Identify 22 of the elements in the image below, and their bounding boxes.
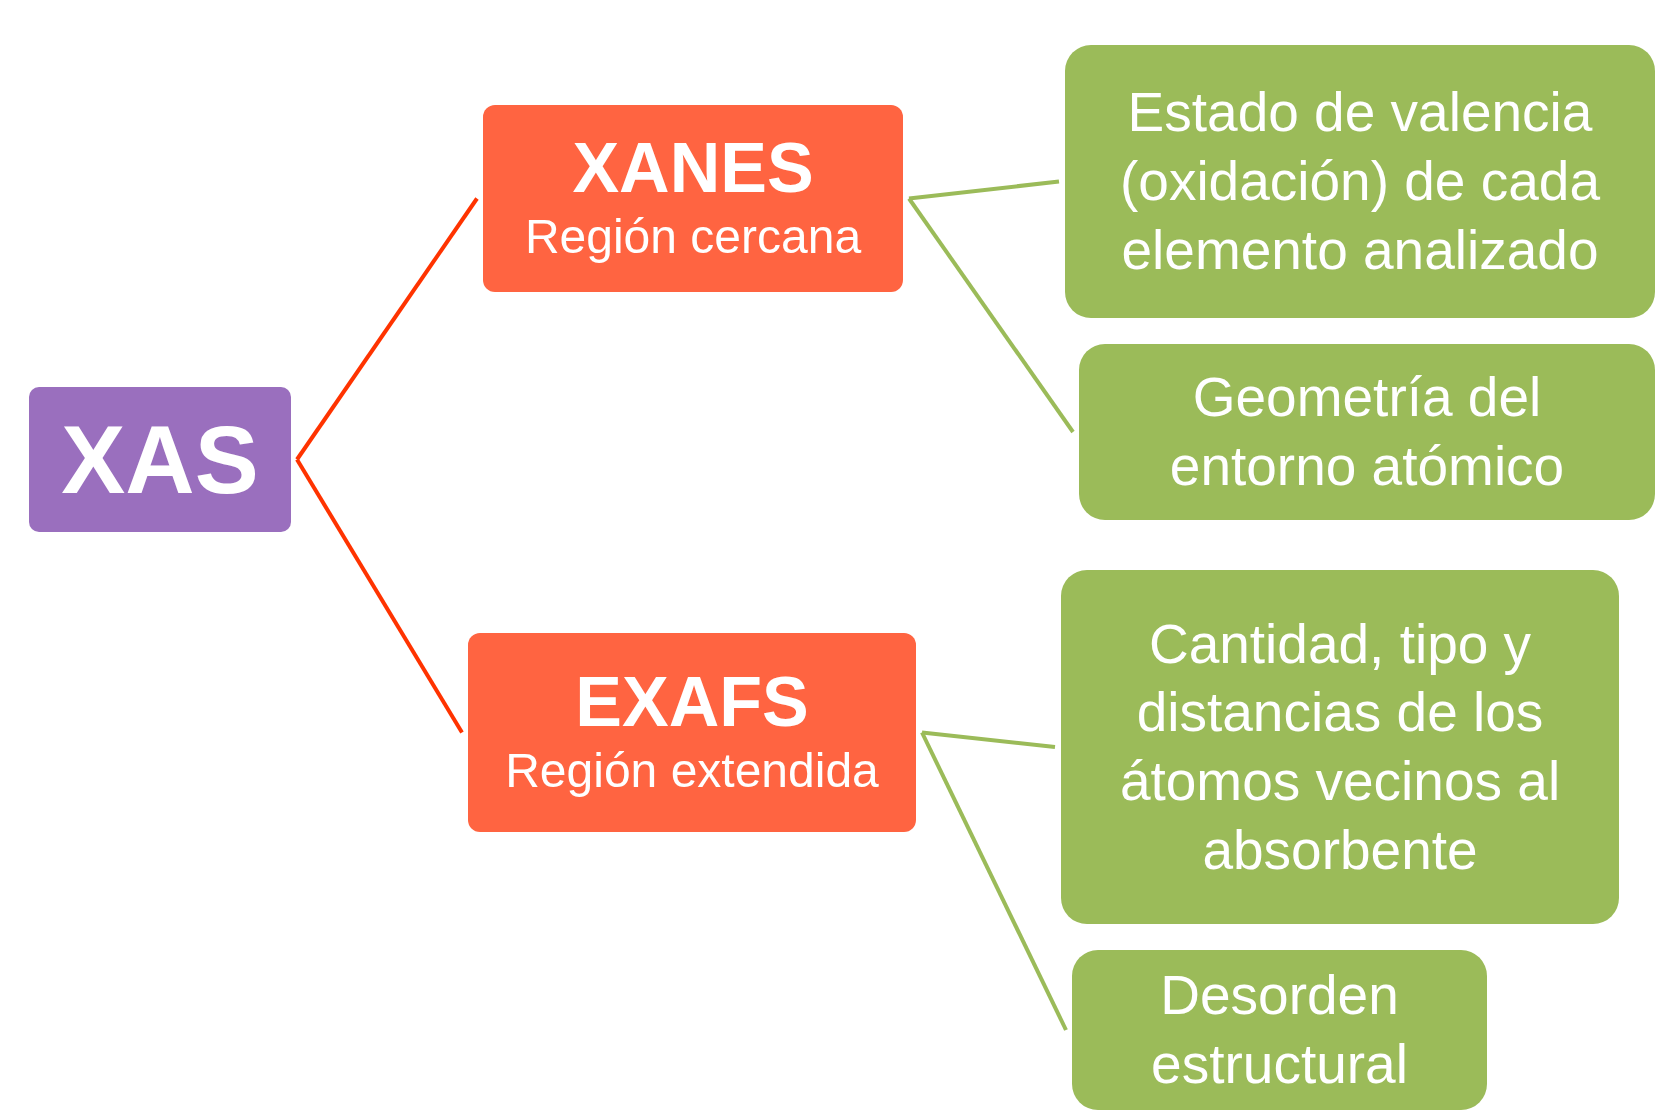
info-box xyxy=(1072,950,1487,1110)
connector-line xyxy=(920,731,1068,1031)
connector-line xyxy=(295,458,464,734)
connector-line xyxy=(921,730,1056,749)
region-box xyxy=(483,105,903,292)
node-text: Región extendida xyxy=(505,743,879,799)
root-box xyxy=(29,387,291,532)
node-text: Desorden estructural xyxy=(1150,963,1409,1097)
node-title: XANES xyxy=(572,130,814,207)
node-title: XAS xyxy=(61,406,259,513)
info-box xyxy=(1065,45,1655,318)
node-text: Estado de valencia (oxidación) de cada elemento analizado xyxy=(1119,80,1601,283)
region-box xyxy=(468,633,916,832)
info-box xyxy=(1061,570,1619,924)
node-text: Geometría del entorno atómico xyxy=(1168,365,1566,499)
connector-line xyxy=(907,197,1075,434)
node-text: Región cercana xyxy=(524,209,862,265)
node-title: EXAFS xyxy=(575,664,809,741)
info-box xyxy=(1079,344,1655,520)
node-text: Cantidad, tipo y distancias de los átomos vecinos al absorbente xyxy=(1118,611,1562,883)
connector-line xyxy=(295,197,479,461)
connector-line xyxy=(908,179,1060,201)
